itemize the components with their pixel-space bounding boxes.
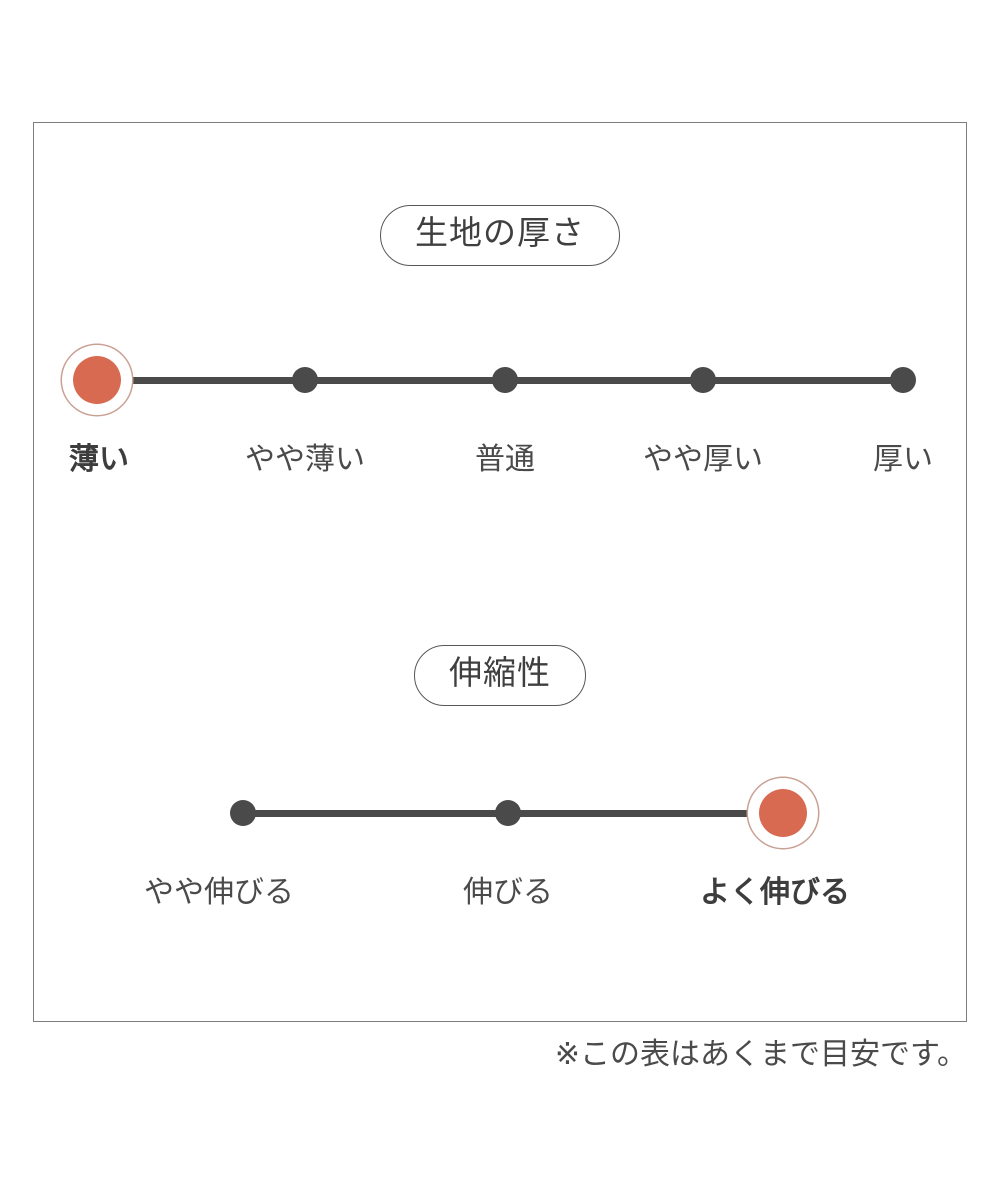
section-title-thickness-wrap: 生地の厚さ xyxy=(0,205,1000,266)
chart-frame xyxy=(33,122,967,1022)
scale-label-thickness-3: やや厚い xyxy=(643,442,763,477)
scale-node-thickness-0[interactable] xyxy=(73,356,121,404)
scale-label-thickness-0: 薄い xyxy=(69,442,129,477)
scale-label-stretch-1: 伸びる xyxy=(463,875,553,910)
scale-label-stretch-2: よく伸びる xyxy=(700,875,850,910)
scale-fabric-thickness: 薄い やや薄い 普通 やや厚い 厚い xyxy=(0,356,1000,475)
section-title-stretch: 伸縮性 xyxy=(414,645,586,706)
section-title-stretch-wrap: 伸縮性 xyxy=(0,645,1000,706)
section-title-thickness: 生地の厚さ xyxy=(380,205,620,266)
scale-label-thickness-1: やや薄い xyxy=(245,442,365,477)
scale-stretchiness: やや伸びる 伸びる よく伸びる xyxy=(0,789,1000,908)
scale-node-stretch-1[interactable] xyxy=(495,800,521,826)
scale-node-thickness-1[interactable] xyxy=(292,367,318,393)
scale-node-stretch-2[interactable] xyxy=(759,789,807,837)
scale-node-stretch-0[interactable] xyxy=(230,800,256,826)
scale-node-thickness-2[interactable] xyxy=(492,367,518,393)
chart-footnote: ※この表はあくまで目安です。 xyxy=(554,1037,967,1072)
scale-label-stretch-0: やや伸びる xyxy=(144,875,294,910)
scale-label-thickness-4: 厚い xyxy=(873,442,933,477)
scale-node-thickness-4[interactable] xyxy=(890,367,916,393)
scale-label-thickness-2: 普通 xyxy=(475,442,535,477)
scale-node-thickness-3[interactable] xyxy=(690,367,716,393)
